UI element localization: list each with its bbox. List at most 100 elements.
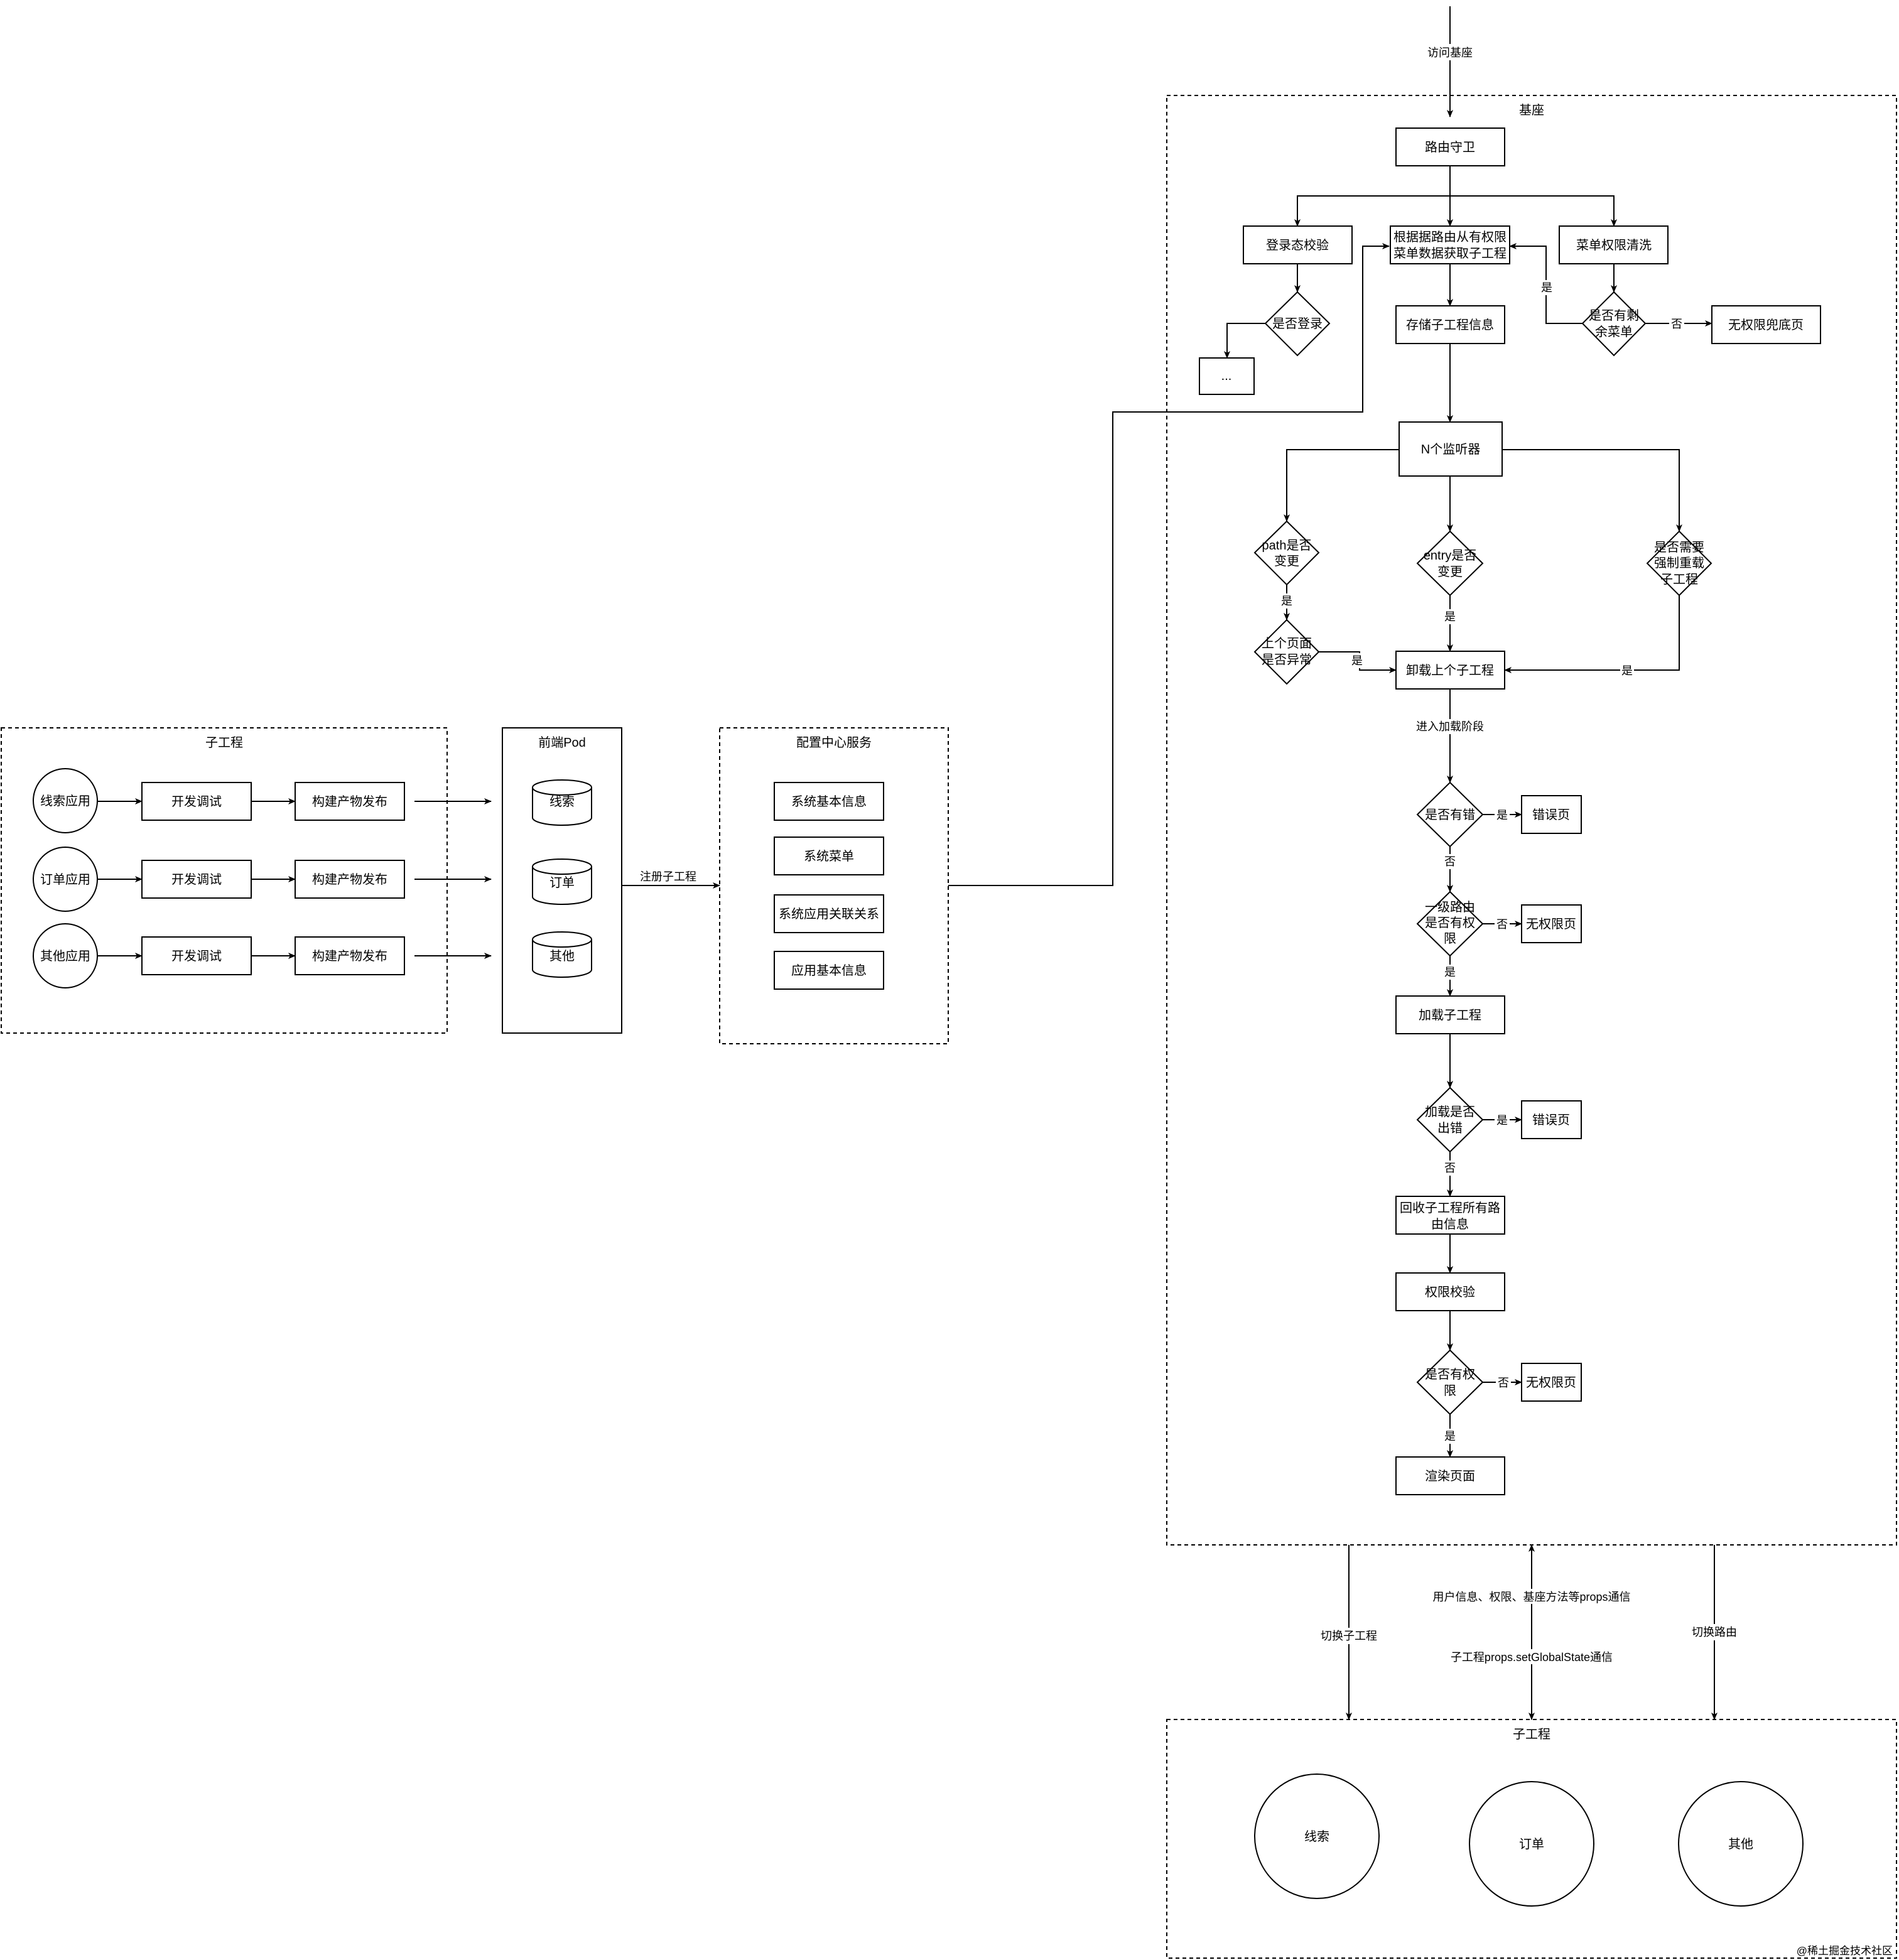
entry-changed-label-1: entry是否 [1424,549,1476,563]
prev-error-label-2: 是否异常 [1262,652,1312,667]
edge-enter-load: 进入加载阶段 [1416,720,1484,733]
has-menu-label-2: 余菜单 [1595,325,1633,339]
dev-label-2: 开发调试 [171,872,222,887]
edge-yes-load-error: 是 [1496,1114,1508,1127]
has-error-label: 是否有错 [1425,808,1475,822]
cylinder-order-icon [531,858,592,905]
pod-item-clue: 线索 [549,794,575,809]
path-changed-diamond [1253,520,1320,586]
auth-check-label: 权限校验 [1425,1285,1475,1299]
build-label-2: 构建产物发布 [312,872,387,887]
has-menu-diamond [1581,291,1647,357]
load-error-label-2: 出错 [1437,1121,1463,1135]
store-info-label: 存储子工程信息 [1406,318,1494,332]
first-route-label-2: 是否有权 [1425,916,1475,930]
get-subapp-label-2: 菜单数据获取子工程 [1393,246,1507,261]
first-route-label-1: 一级路由 [1425,900,1475,914]
sub-app-clue-circle [1254,1773,1380,1899]
props-down-label: 用户信息、权限、基座方法等props通信 [1432,1591,1630,1603]
container-config [719,727,949,1044]
sub-app-order-label: 订单 [1519,1837,1544,1851]
prev-error-label-1: 上个页面 [1262,636,1312,651]
dev-label-1: 开发调试 [171,794,222,809]
switch-subapp-label: 切换子工程 [1321,1630,1377,1642]
build-label-1: 构建产物发布 [312,794,387,809]
error-page-2-box [1521,1100,1582,1139]
sub-app-order-circle [1469,1781,1594,1907]
path-changed-label-2: 变更 [1274,554,1299,568]
container-config-title: 配置中心服务 [796,735,872,750]
store-info-box [1395,305,1505,344]
edge-no-load-error: 否 [1444,1162,1456,1174]
prev-error-diamond [1253,619,1320,685]
build-label-3: 构建产物发布 [312,949,387,963]
edge-yes-prev-error: 是 [1351,654,1363,667]
register-label: 注册子工程 [640,870,696,883]
config-label-2: 系统菜单 [804,849,854,864]
edge-yes-first-route: 是 [1444,966,1456,978]
app-label-clue: 线索应用 [40,794,90,808]
entry-changed-label-2: 变更 [1437,565,1463,579]
collect-routes-label-1: 回收子工程所有路 [1400,1201,1500,1215]
edge-no-has-menu: 否 [1671,318,1682,330]
sub-app-clue-label: 线索 [1304,1829,1329,1844]
error-page-1-label: 错误页 [1532,808,1570,822]
has-auth-diamond [1416,1349,1484,1416]
ellipsis-label: ... [1221,369,1232,383]
config-box-1 [774,782,884,821]
entry-label: 访问基座 [1427,46,1473,59]
entry-changed-diamond [1416,530,1484,597]
container-sub-bottom [1166,1719,1897,1959]
app-label-order: 订单应用 [40,872,90,887]
edge-no-has-error: 否 [1444,855,1456,868]
get-subapp-label-1: 根据据路由从有权限 [1393,230,1507,244]
force-reload-label-3: 子工程 [1660,572,1698,587]
container-sub-left-title: 子工程 [205,735,243,750]
config-label-4: 应用基本信息 [791,963,867,978]
container-sub-left [1,727,448,1034]
has-auth-label-2: 限 [1444,1383,1456,1398]
props-up-label: 子工程props.setGlobalState通信 [1451,1651,1613,1664]
edge-yes-entry-changed: 是 [1444,610,1456,623]
config-label-3: 系统应用关联关系 [779,907,879,921]
sub-app-other-label: 其他 [1728,1837,1753,1851]
menu-clean-label: 菜单权限清洗 [1576,238,1652,252]
listeners-label: N个监听器 [1421,442,1480,457]
edge-yes-has-menu: 是 [1541,281,1552,294]
bottom-connectors [1346,1544,1718,1720]
edge-yes-path-changed: 是 [1281,595,1292,607]
load-subapp-box [1395,995,1505,1034]
unload-label: 卸载上个子工程 [1406,663,1494,678]
cylinder-other-icon [531,931,592,978]
no-auth-1-label: 无权限页 [1526,917,1576,931]
config-box-3 [774,894,884,933]
container-pod [502,727,622,1034]
no-auth-1-box [1521,904,1582,943]
is-logged-in-diamond [1264,291,1331,357]
path-changed-label-1: path是否 [1262,539,1312,553]
error-page-1-box [1521,795,1582,834]
is-logged-in-label: 是否登录 [1272,317,1323,331]
ellipsis-box [1199,357,1255,395]
no-auth-fallback-label: 无权限兜底页 [1728,318,1804,332]
cylinder-clue-icon [531,779,592,826]
edge-no-first-route: 否 [1496,918,1508,931]
load-error-diamond [1416,1086,1484,1153]
has-auth-label-1: 是否有权 [1425,1367,1475,1382]
collect-routes-label-2: 由信息 [1431,1217,1469,1232]
force-reload-label-2: 强制重载 [1654,556,1704,570]
render-label: 渲染页面 [1425,1469,1475,1483]
container-base-title: 基座 [1519,103,1544,117]
edge-no-has-auth: 否 [1498,1377,1509,1389]
pod-item-order: 订单 [549,875,575,890]
left-arrows [97,798,492,959]
login-check-label: 登录态校验 [1266,238,1329,252]
no-auth-2-label: 无权限页 [1526,1375,1576,1390]
switch-route-label: 切换路由 [1692,1626,1737,1638]
no-auth-fallback-box [1711,305,1821,344]
watermark: @稀土掘金技术社区 [1797,1945,1893,1957]
get-subapp-box [1390,225,1510,264]
edge-yes-has-auth: 是 [1444,1430,1456,1443]
container-pod-title: 前端Pod [538,735,586,750]
